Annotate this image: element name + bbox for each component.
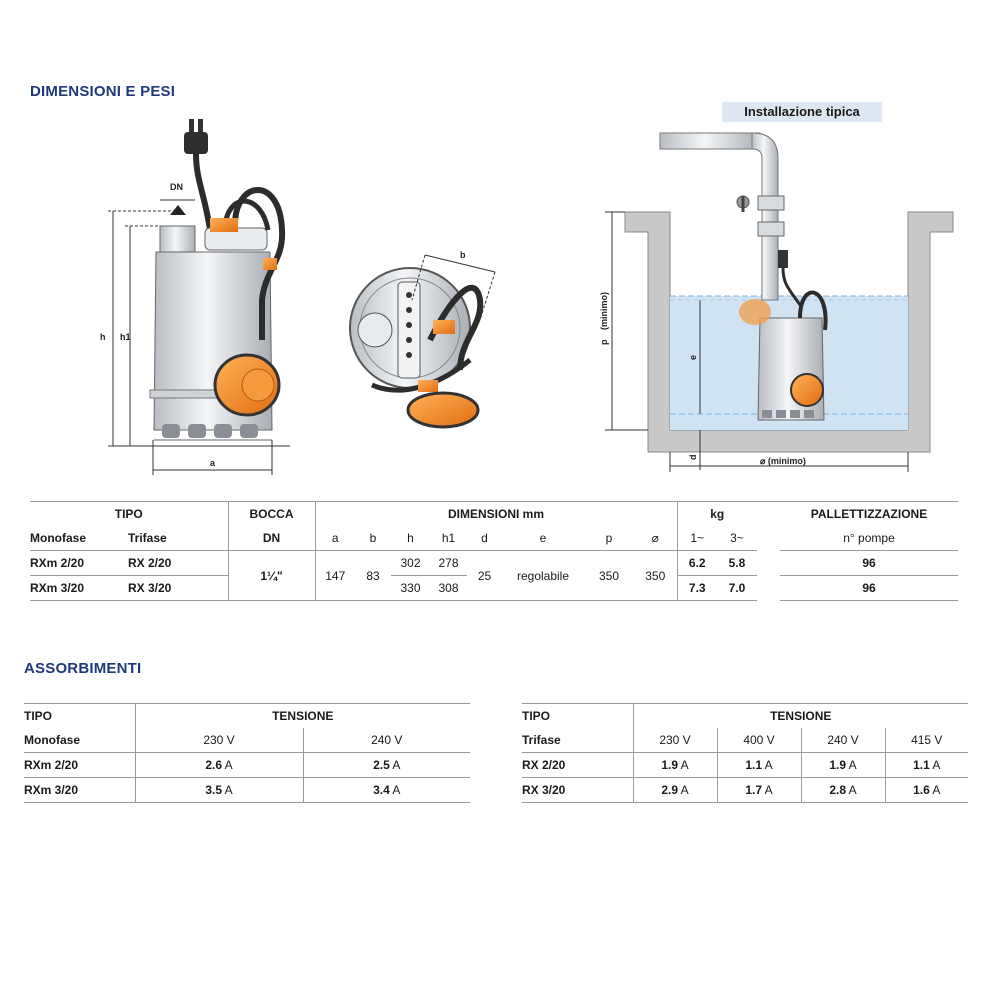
label-d: d xyxy=(688,455,698,461)
row2-h: 330 xyxy=(391,575,430,601)
header-bocca: BOCCA xyxy=(227,501,316,526)
tri-row2-val: 1.7 A xyxy=(717,777,802,803)
tri-row1-val: 1.9 A xyxy=(632,752,718,778)
header-dimensioni: DIMENSIONI mm xyxy=(315,501,677,526)
row1-tri: RX 2/20 xyxy=(128,550,228,576)
cell-d: 25 xyxy=(467,550,502,601)
header-e: e xyxy=(502,526,584,551)
tri-voltage: 240 V xyxy=(801,728,886,753)
tri-row2-val: 2.9 A xyxy=(632,777,718,803)
header-h: h xyxy=(391,526,430,551)
mono-row2-model: RXm 3/20 xyxy=(24,777,135,803)
label-dn: DN xyxy=(170,182,183,192)
dimensions-title: DIMENSIONI E PESI xyxy=(30,83,176,100)
row2-pompe: 96 xyxy=(780,575,958,601)
row1-h: 302 xyxy=(391,550,430,576)
cell-a: 147 xyxy=(315,550,355,601)
row2-mono: RXm 3/20 xyxy=(30,575,128,601)
tri-row1-val: 1.9 A xyxy=(801,752,886,778)
mono-row1-val: 2.5 A xyxy=(303,752,470,778)
pump-top-drawing: b xyxy=(349,250,496,429)
row2-kg1: 7.3 xyxy=(676,575,717,601)
label-h1: h1 xyxy=(120,332,131,342)
absorption-title: ASSORBIMENTI xyxy=(24,660,142,677)
cell-e: regolabile xyxy=(502,550,584,601)
row2-tri: RX 3/20 xyxy=(128,575,228,601)
header-h1: h1 xyxy=(430,526,467,551)
cell-p: 350 xyxy=(584,550,634,601)
cell-diameter: 350 xyxy=(634,550,677,601)
header-trifase: Trifase xyxy=(128,526,228,551)
mono-row1-model: RXm 2/20 xyxy=(24,752,135,778)
mono-header-tipo: TIPO xyxy=(24,703,135,728)
mono-label: Monofase xyxy=(24,728,135,753)
tri-row2-val: 1.6 A xyxy=(885,777,968,803)
header-pallet: PALLETTIZZAZIONE xyxy=(780,501,958,526)
tri-header-tensione: TENSIONE xyxy=(632,703,968,728)
pump-side-drawing: DN h h1 a xyxy=(100,119,290,475)
mono-row2-val: 3.5 A xyxy=(134,777,304,803)
tri-row2-model: RX 3/20 xyxy=(522,777,633,803)
absorption-tri-table: TIPO TENSIONE Trifase 230 V 400 V 240 V … xyxy=(522,703,968,803)
header-d: d xyxy=(467,526,502,551)
row1-kg3: 5.8 xyxy=(717,550,757,576)
cell-bocca: 1¼" xyxy=(227,550,316,601)
row2-kg3: 7.0 xyxy=(717,575,757,601)
tri-voltage: 415 V xyxy=(885,728,968,753)
header-tipo: TIPO xyxy=(30,501,228,526)
row1-kg1: 6.2 xyxy=(676,550,717,576)
mono-row2-val: 3.4 A xyxy=(303,777,470,803)
row1-mono: RXm 2/20 xyxy=(30,550,128,576)
label-e: e xyxy=(688,355,698,360)
mono-header-tensione: TENSIONE xyxy=(134,703,470,728)
cell-b: 83 xyxy=(355,550,391,601)
label-h: h xyxy=(100,332,106,342)
tri-row1-val: 1.1 A xyxy=(885,752,968,778)
header-kg1: 1~ xyxy=(676,526,717,551)
header-a: a xyxy=(315,526,355,551)
row1-pompe: 96 xyxy=(780,550,958,576)
mono-voltage: 230 V xyxy=(134,728,304,753)
mono-voltage: 240 V xyxy=(303,728,470,753)
label-p: p xyxy=(599,339,609,345)
tri-label: Trifase xyxy=(522,728,633,753)
dimensions-table: TIPO BOCCA DIMENSIONI mm kg PALLETTIZZAZ… xyxy=(30,501,958,601)
label-a: a xyxy=(210,458,216,468)
mono-row1-val: 2.6 A xyxy=(134,752,304,778)
tri-voltage: 400 V xyxy=(717,728,802,753)
header-kg: kg xyxy=(676,501,757,526)
technical-drawings: DN h h1 a b xyxy=(100,119,954,475)
tri-voltage: 230 V xyxy=(632,728,718,753)
tri-row1-model: RX 2/20 xyxy=(522,752,633,778)
tri-row2-val: 2.8 A xyxy=(801,777,886,803)
header-kg3: 3~ xyxy=(717,526,757,551)
label-diameter: ⌀ (minimo) xyxy=(760,456,806,466)
tri-row1-val: 1.1 A xyxy=(717,752,802,778)
header-monofase: Monofase xyxy=(30,526,128,551)
header-b: b xyxy=(355,526,391,551)
label-p-minimo: (minimo) xyxy=(599,292,609,330)
row2-h1: 308 xyxy=(430,575,467,601)
row1-h1: 278 xyxy=(430,550,467,576)
header-dn: DN xyxy=(227,526,316,551)
installation-drawing: p (minimo) e d ⌀ (minimo) xyxy=(599,132,954,472)
absorption-mono-table: TIPO TENSIONE Monofase 230 V 240 V RXm 2… xyxy=(24,703,470,803)
header-pompe: n° pompe xyxy=(780,526,958,551)
label-b: b xyxy=(460,250,466,260)
header-p: p xyxy=(584,526,634,551)
install-label: Installazione tipica xyxy=(722,102,882,122)
header-diameter: ⌀ xyxy=(634,526,677,551)
tri-header-tipo: TIPO xyxy=(522,703,633,728)
